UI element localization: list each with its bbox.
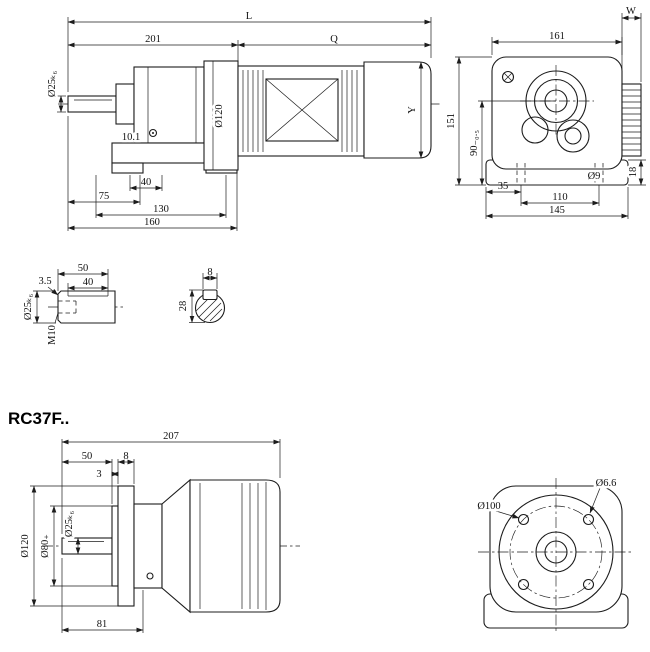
shaft-detail-view: 50 40 3.5 Ø25ₖ₆ M10 xyxy=(23,263,126,345)
dim-keyway-length: 40 xyxy=(83,277,94,288)
dim-flange-diameter: Ø120 xyxy=(214,104,225,127)
input-bell xyxy=(189,479,281,613)
key-section-view: 8 28 xyxy=(178,267,226,324)
output-shaft xyxy=(61,537,113,555)
dim-thread: M10 xyxy=(47,325,58,345)
motor-nameplate xyxy=(265,78,339,142)
shaft-hub xyxy=(115,83,135,125)
dim-shaft-length: 50 xyxy=(78,263,89,274)
dim-foot-hole-spacing: 110 xyxy=(552,192,567,203)
dim-key-height: 28 xyxy=(178,301,189,312)
dim-pad-width: 40 xyxy=(141,177,152,188)
dim-pilot-dia: Ø80₊ xyxy=(40,534,51,558)
dim-shaft-detail-dia: Ø25ₖ₆ xyxy=(23,294,34,321)
dim-foot-note: 10.1 xyxy=(122,132,140,143)
output-shaft xyxy=(67,95,117,113)
dim-housing-height: 151 xyxy=(446,113,457,129)
dim-foot-length: 160 xyxy=(144,217,160,228)
dim-center-height: 90₋₀.₅ xyxy=(469,130,480,156)
dim-fin-depth: W xyxy=(626,6,636,17)
dim-foot-height: 18 xyxy=(628,167,639,178)
dim-chamfer: 3.5 xyxy=(38,276,51,287)
pilot-boss xyxy=(111,505,119,587)
flange-front-view: Ø6.6 Ø100 xyxy=(475,476,634,634)
flange-gearbox-side-view: 207 50 8 3 Ø120 Ø80₊ Ø25ₖ₆ 81 xyxy=(20,431,300,633)
dim-overall-length: L xyxy=(246,11,252,22)
gearmotor-side-view: L 201 Q Ø25ₖ₆ Ø120 Y 10.1 40 75 130 160 xyxy=(45,11,442,231)
bearing-boss-2 xyxy=(556,119,590,153)
dim-shaft-dia: Ø25ₖ₆ xyxy=(64,511,75,538)
gearbox-end-view: W 161 151 90₋₀.₅ 35 Ø9 110 145 18 xyxy=(446,6,646,219)
gear-housing xyxy=(133,66,205,144)
dim-shaft-length: 50 xyxy=(82,451,93,462)
bolt-hole xyxy=(517,513,530,526)
bearing-boss-1 xyxy=(521,116,549,144)
shaft-boss xyxy=(535,531,577,573)
shaft-bore xyxy=(544,540,568,564)
output-flange xyxy=(117,485,135,607)
model-title: RC37F.. xyxy=(8,409,69,428)
oil-plug xyxy=(146,572,154,580)
key xyxy=(202,289,218,301)
bolt-circle xyxy=(509,505,603,599)
oil-plug xyxy=(148,128,158,138)
dim-shaft-to-foot: 75 xyxy=(99,191,110,202)
dim-motor-length: Q xyxy=(330,34,338,45)
housing-cone xyxy=(161,478,191,614)
dim-flange-thickness: 8 xyxy=(123,451,128,462)
flange-outer-circle xyxy=(498,494,614,610)
bolt-hole xyxy=(582,513,595,526)
dim-foot-width: 145 xyxy=(549,205,565,216)
dim-housing-width: 161 xyxy=(549,31,565,42)
dim-shaft-diameter: Ø25ₖ₆ xyxy=(47,71,58,98)
dim-hole-spacing: 130 xyxy=(153,204,169,215)
bolt-hole xyxy=(582,578,595,591)
dim-bolt-hole-dia: Ø6.6 xyxy=(596,478,617,489)
dim-flange-dia: Ø120 xyxy=(20,534,31,557)
housing-neck xyxy=(133,503,163,589)
dim-motor-height: Y xyxy=(407,106,418,114)
dim-overall-length: 207 xyxy=(163,431,179,442)
dim-gearbox-length: 201 xyxy=(145,34,161,45)
dim-bolt-circle-dia: Ø100 xyxy=(477,501,500,512)
dim-key-width: 8 xyxy=(207,267,212,278)
dim-shaft-to-neck: 81 xyxy=(97,619,108,630)
bolt-hole xyxy=(517,578,530,591)
dim-foot-hole-dia: Ø9 xyxy=(588,171,601,182)
dim-edge-to-hole: 35 xyxy=(498,181,509,192)
vent-screw xyxy=(501,70,515,84)
dim-pilot-protrusion: 3 xyxy=(96,469,101,480)
